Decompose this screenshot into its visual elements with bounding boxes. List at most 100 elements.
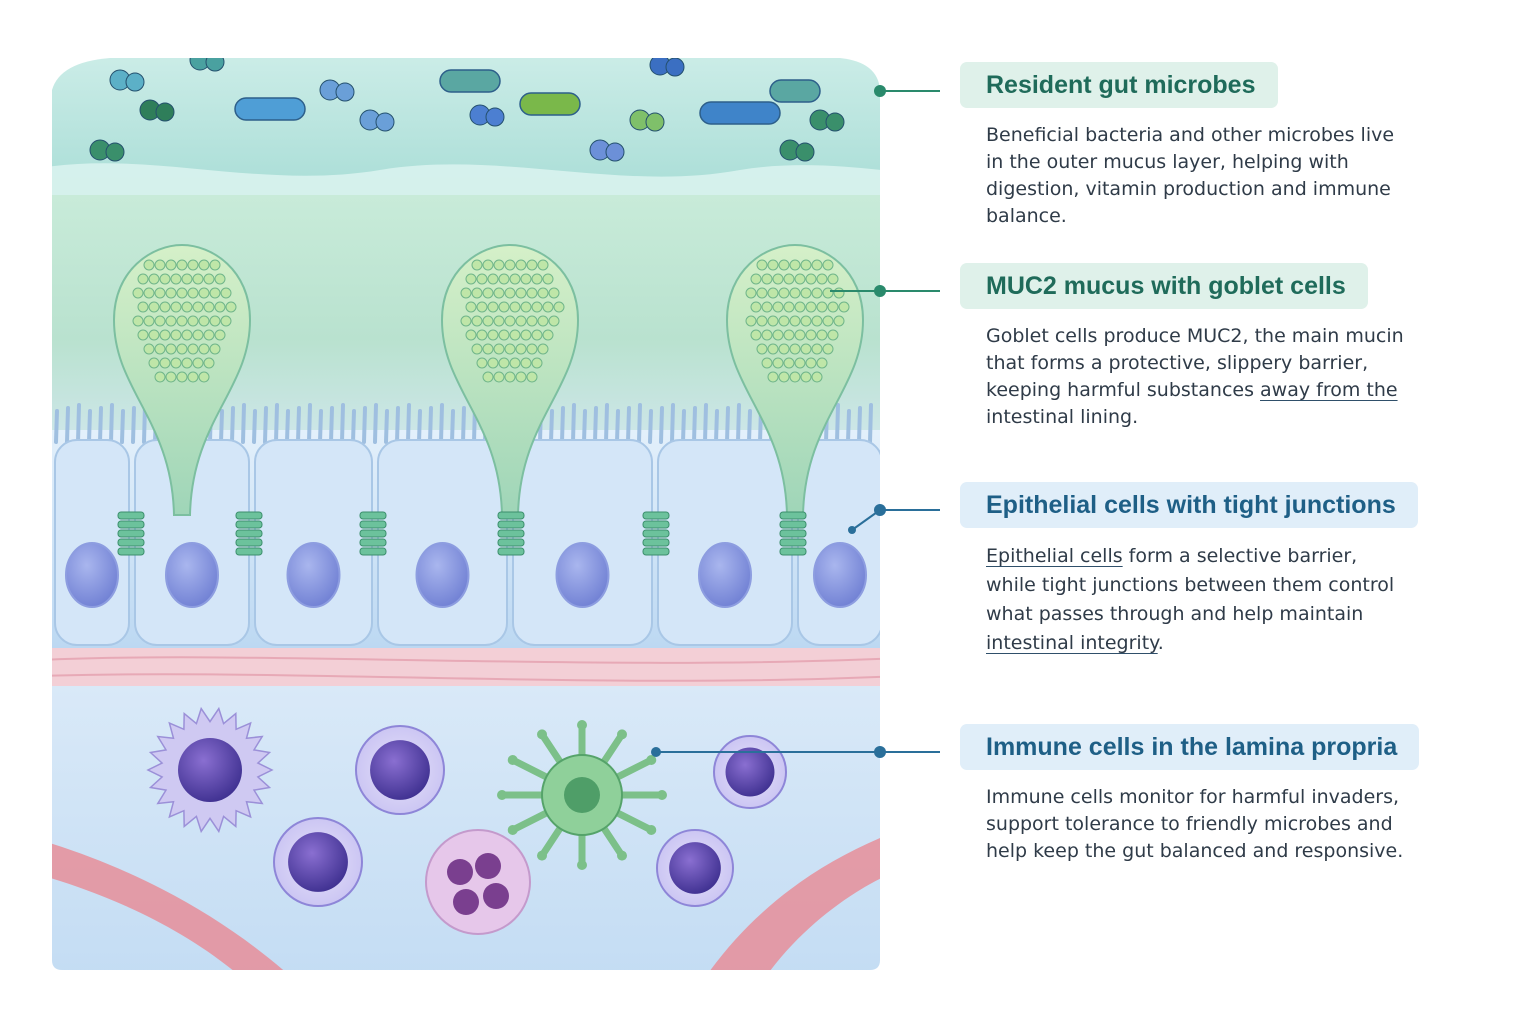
microvillus [703,403,708,444]
underlined-phrase: intestinal integrity [986,632,1158,654]
coccus-bacterium [645,112,665,132]
microvillus [439,403,444,444]
mucin-granule [504,315,516,327]
rod-bacterium [769,79,821,103]
tight-junction-strand [235,538,263,547]
mucin-granule [209,315,221,327]
microvillus [450,409,455,444]
coccus-bacterium [125,72,145,92]
rod-bacterium [234,97,306,121]
microvillus [725,406,730,444]
mucin-granule [493,287,505,299]
mucin-granule [181,357,193,369]
microvillus [329,406,334,444]
tight-junction-strand [642,529,670,538]
tight-junction-strand [235,547,263,556]
microvillus [219,409,224,444]
mucin-granule [800,343,812,355]
mucin-granule [822,343,834,355]
microvillus [626,406,631,444]
mucin-granule [165,287,177,299]
mucin-granule [498,357,510,369]
cell-nucleus [286,542,341,608]
dendrite-tip [507,825,518,835]
mucin-granule [800,371,812,383]
microvillus [648,409,653,444]
mucin-granule [465,273,477,285]
mucin-granule [745,315,757,327]
mucin-granule [192,329,204,341]
immune-nucleus [564,777,600,813]
mucin-granule [482,315,494,327]
mucin-granule [176,315,188,327]
mucin-granule [148,273,160,285]
tight-junction-strand [359,520,387,529]
mucin-granule [498,273,510,285]
mucin-granule [154,315,166,327]
microvillus [857,406,862,444]
microvillus [747,409,752,444]
resident-microbes [89,58,845,162]
microvillus [714,409,719,444]
neutrophil [425,829,531,935]
coccus-bacterium [205,58,225,72]
mucin-granule [800,315,812,327]
microvillus [846,409,851,444]
mucin-granule [750,301,762,313]
microvillus [274,403,279,444]
mucin-granule [148,329,160,341]
mucin-granule [170,301,182,313]
coccus-bacterium [485,107,505,127]
mucin-granule [465,301,477,313]
mucin-granule [482,259,494,271]
mucin-granule [498,301,510,313]
mucin-granule [761,357,773,369]
mucin-granule [761,273,773,285]
mucin-granule [143,315,155,327]
mucin-granule [504,343,516,355]
mucin-granule [214,329,226,341]
cell-nucleus [698,542,752,608]
microvillus [593,406,598,444]
mucin-granule [756,287,768,299]
mucin-granule [170,329,182,341]
section-resident-microbes: Resident gut microbes Beneficial bacteri… [960,62,1460,230]
mucin-granule [794,301,806,313]
mucin-granule [515,371,527,383]
neutrophil-lobe [447,859,473,885]
goblet-cells [112,243,865,516]
section-title: Epithelial cells with tight junctions [960,482,1418,528]
coccus-bacterium [105,142,125,162]
mucin-granule [750,273,762,285]
mucin-granule [471,315,483,327]
mucin-granule [553,301,565,313]
neutrophil-lobe [475,853,501,879]
cell-nucleus [165,542,219,608]
mucin-granule [756,259,768,271]
mucin-granule [827,273,839,285]
mucin-granule [509,357,521,369]
neutrophil-lobe [483,883,509,909]
microvillus [384,409,389,444]
mucin-granule [225,301,237,313]
tight-junction-strand [642,538,670,547]
mucin-granule [520,273,532,285]
microvillus [428,406,433,444]
mucin-granule [520,329,532,341]
mucin-granule [833,287,845,299]
mucin-granule [794,273,806,285]
mucin-granule [745,287,757,299]
mucin-granule [833,315,845,327]
microvillus [120,409,125,444]
microvillus [692,406,697,444]
mucin-granule [159,329,171,341]
mucin-granule [509,301,521,313]
mucin-granule [811,315,823,327]
mucin-granule [537,259,549,271]
microvillus [351,409,356,444]
mucin-granule [170,357,182,369]
section-description: Beneficial bacteria and other microbes l… [986,124,1395,227]
microvillus [461,406,466,444]
microvillus [604,403,609,444]
mucin-granule [805,273,817,285]
